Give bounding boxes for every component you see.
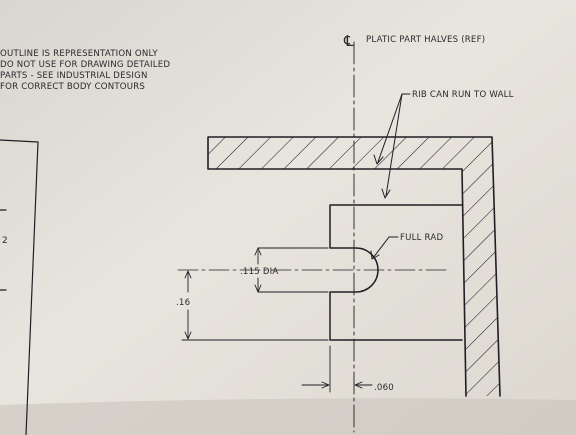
left-edge-mark: 2 <box>2 236 8 246</box>
height-dimension <box>181 270 329 341</box>
note-line-3: PARTS - SEE INDUSTRIAL DESIGN <box>0 71 148 81</box>
note-line-4: FOR CORRECT BODY CONTOURS <box>0 82 145 92</box>
rib-leaders <box>373 93 411 199</box>
wall-section-outline <box>207 136 501 397</box>
hole-dimension <box>254 247 329 293</box>
width-dimension <box>301 345 373 393</box>
rib-note: RIB CAN RUN TO WALL <box>412 90 514 100</box>
centerline-symbol: ℄ <box>343 32 354 50</box>
note-line-2: DO NOT USE FOR DRAWING DETAILED <box>0 60 170 70</box>
radius-note: FULL RAD <box>400 233 443 243</box>
outline-note: OUTLINE IS REPRESENTATION ONLY DO NOT US… <box>0 49 170 92</box>
width-label: .060 <box>374 383 394 393</box>
height-label: .16 <box>176 298 190 308</box>
radius-leader <box>370 236 399 260</box>
wall-section-hatch <box>208 137 500 396</box>
centerline-note: PLATIC PART HALVES (REF) <box>366 35 485 45</box>
outline-fragment <box>0 139 39 435</box>
rib-boss-outline <box>329 204 463 341</box>
paper-fold-shadow <box>0 398 576 435</box>
note-line-1: OUTLINE IS REPRESENTATION ONLY <box>0 49 158 59</box>
hole-diameter-label: .115 DIA <box>240 267 279 277</box>
